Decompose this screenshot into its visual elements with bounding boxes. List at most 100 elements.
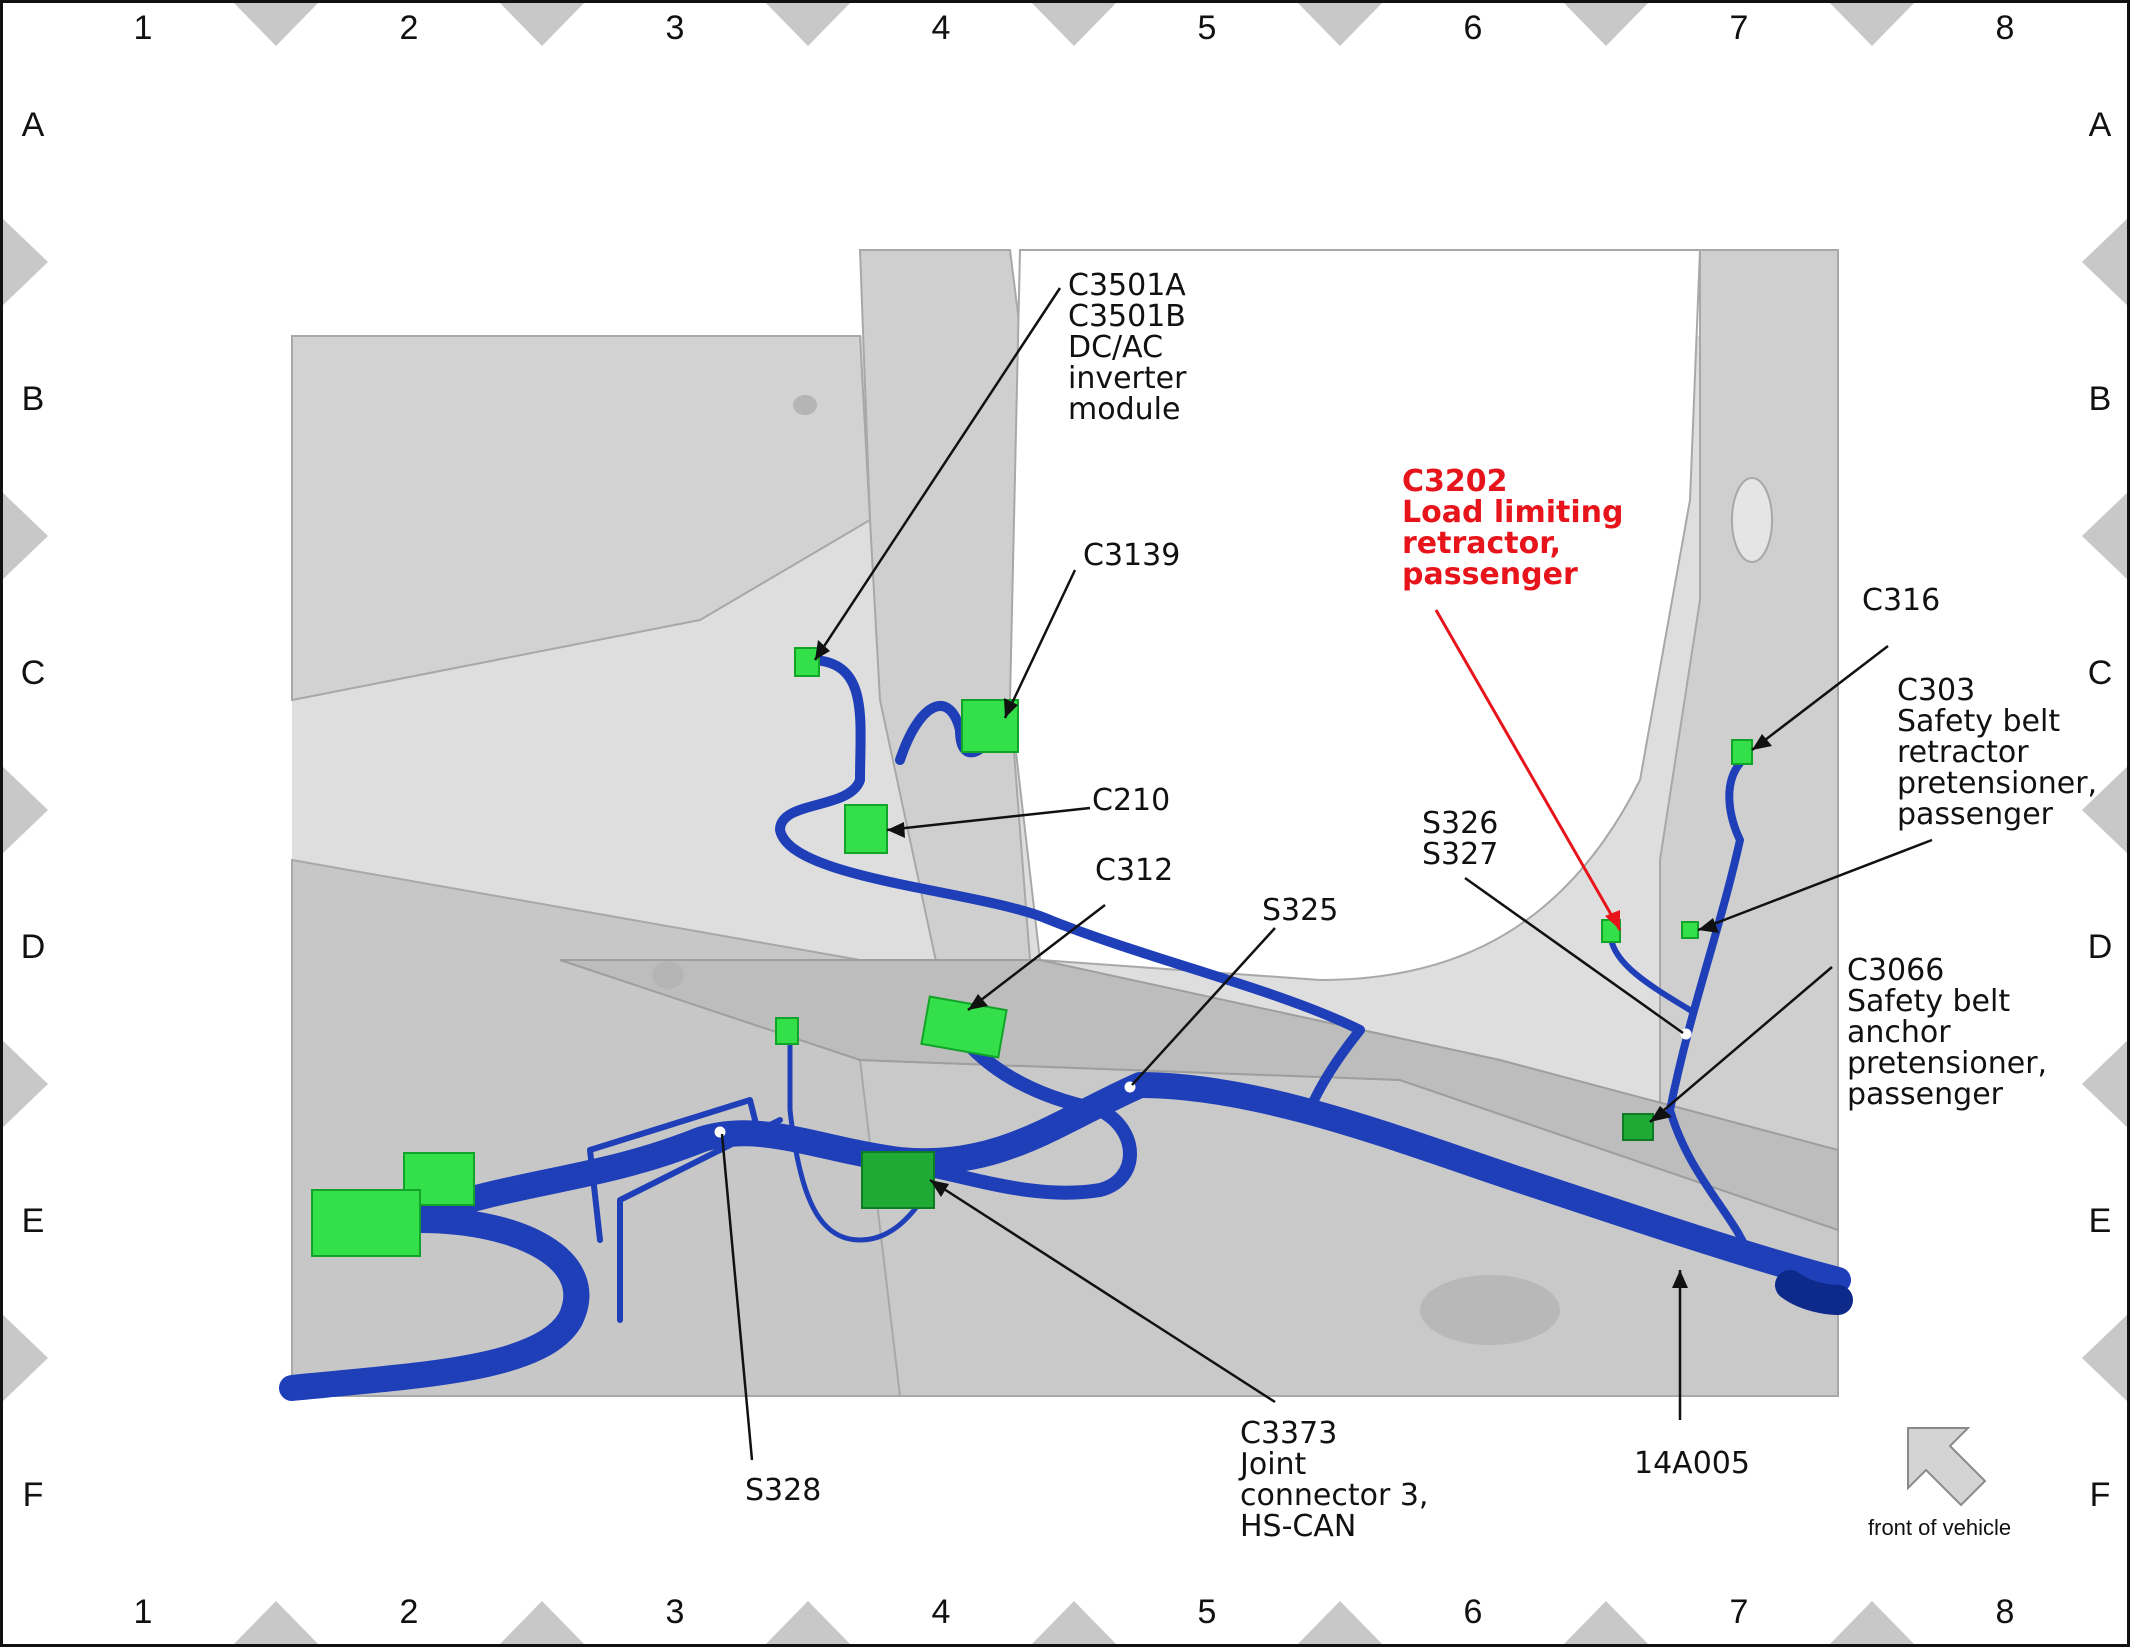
- front-arrow-icon: [1907, 1427, 1987, 1507]
- callout-line: C3373: [1240, 1416, 1338, 1451]
- vehicle-body: [291, 249, 1839, 1397]
- callout-line: passenger: [1847, 1077, 2003, 1112]
- grid-marker: [0, 1312, 48, 1404]
- grid-label: 6: [1463, 9, 1483, 47]
- leader-c312: [967, 904, 1106, 1011]
- splice-s326: [1680, 1028, 1692, 1040]
- grid-marker: [0, 764, 48, 856]
- grid-label: C: [20, 654, 46, 692]
- grid-marker: [1295, 0, 1385, 46]
- grid-label: F: [2089, 1476, 2111, 1514]
- grid-label: 4: [931, 1593, 951, 1631]
- callout-line: S328: [745, 1473, 822, 1508]
- grid-label: D: [20, 928, 46, 966]
- callout-line: C303: [1897, 673, 1976, 708]
- harness-upper-branch: [775, 655, 1365, 1115]
- harness-pillar-branch: [1666, 754, 1754, 1264]
- grid-marker: [1295, 1601, 1385, 1647]
- leader-s325: [1131, 927, 1276, 1086]
- grid-label: A: [2088, 106, 2112, 144]
- leader-c3139: [1003, 569, 1077, 719]
- connectors: [311, 647, 1753, 1257]
- connector-c3373: [861, 1151, 935, 1209]
- grid-label: 4: [931, 9, 951, 47]
- grid-marker: [2082, 764, 2130, 856]
- connector-left-2: [311, 1189, 421, 1257]
- harness-c312-branch: [923, 1033, 1137, 1200]
- rear-window-opening: [291, 335, 872, 702]
- grid-label: 7: [1729, 9, 1749, 47]
- connector-c312: [920, 995, 1008, 1059]
- callout-14a005: 14A005: [1634, 1448, 1750, 1479]
- callout-c210: C210: [1092, 785, 1170, 816]
- callout-c312: C312: [1095, 855, 1173, 886]
- grid-marker: [0, 216, 48, 308]
- callout-line: Safety belt: [1847, 984, 2011, 1019]
- callout-line: pretensioner,: [1847, 1046, 2048, 1081]
- callout-line: Joint: [1240, 1447, 1307, 1482]
- grid-label: 1: [133, 9, 153, 47]
- leader-s328: [720, 1133, 754, 1461]
- grid-marker: [2082, 1038, 2130, 1130]
- callout-line: S327: [1422, 837, 1499, 872]
- grid-label: D: [2087, 928, 2113, 966]
- grid-label: 6: [1463, 1593, 1483, 1631]
- callout-line: C3066: [1847, 953, 1945, 988]
- grid-label: B: [21, 380, 45, 418]
- callout-line: S325: [1262, 893, 1339, 928]
- sill-rail: [559, 959, 1839, 1232]
- arrowhead-c316: [1752, 734, 1772, 750]
- grid-label: 1: [133, 1593, 153, 1631]
- callout-line: connector 3,: [1240, 1478, 1429, 1513]
- callout-line: C210: [1092, 783, 1171, 818]
- leader-c210: [886, 806, 1091, 832]
- leader-c3202: [1434, 609, 1622, 931]
- harness-right-end: [1775, 1270, 1853, 1315]
- callout-line: C3139: [1083, 538, 1181, 573]
- floor-boss: [1420, 1275, 1560, 1345]
- grid-marker: [763, 0, 853, 46]
- grid-label: 5: [1197, 9, 1217, 47]
- callout-c316: C316: [1862, 585, 1940, 616]
- callout-line: module: [1068, 392, 1181, 427]
- grid-marker: [0, 1038, 48, 1130]
- grid-marker: [497, 0, 587, 46]
- grid-label: 2: [399, 1593, 419, 1631]
- connector-drop: [775, 1017, 799, 1045]
- arrowhead-c3373: [930, 1180, 949, 1197]
- callout-s325: S325: [1262, 895, 1338, 926]
- arrowhead-14a005: [1672, 1270, 1688, 1288]
- grid-marker: [1827, 1601, 1917, 1647]
- grid-marker: [2082, 1312, 2130, 1404]
- grid-marker: [1827, 0, 1917, 46]
- grid-marker: [2082, 216, 2130, 308]
- grid-label: B: [2088, 380, 2112, 418]
- callout-line: anchor: [1847, 1015, 1951, 1050]
- door-opening: [1008, 249, 1702, 982]
- arrowhead-c3139: [1004, 698, 1018, 718]
- callout-line: pretensioner,: [1897, 766, 2098, 801]
- leader-c3373: [929, 1178, 1276, 1404]
- leader-lines: [720, 287, 1933, 1461]
- grid-label: F: [22, 1476, 44, 1514]
- callout-line: Safety belt: [1897, 704, 2061, 739]
- connector-c303: [1681, 921, 1699, 939]
- grid-marker: [231, 1601, 321, 1647]
- arrowhead-c303: [1698, 918, 1719, 933]
- grid-label: 3: [665, 1593, 685, 1631]
- connector-c316: [1731, 739, 1753, 765]
- callout-line: C3501A: [1068, 268, 1186, 303]
- callout-line: Load limiting: [1402, 495, 1624, 530]
- grid-marker: [1029, 0, 1119, 46]
- grid-marker: [763, 1601, 853, 1647]
- arrowhead-c312: [968, 994, 988, 1010]
- leader-c316: [1751, 645, 1889, 751]
- callout-line: C312: [1095, 853, 1174, 888]
- connector-c3066: [1622, 1113, 1654, 1141]
